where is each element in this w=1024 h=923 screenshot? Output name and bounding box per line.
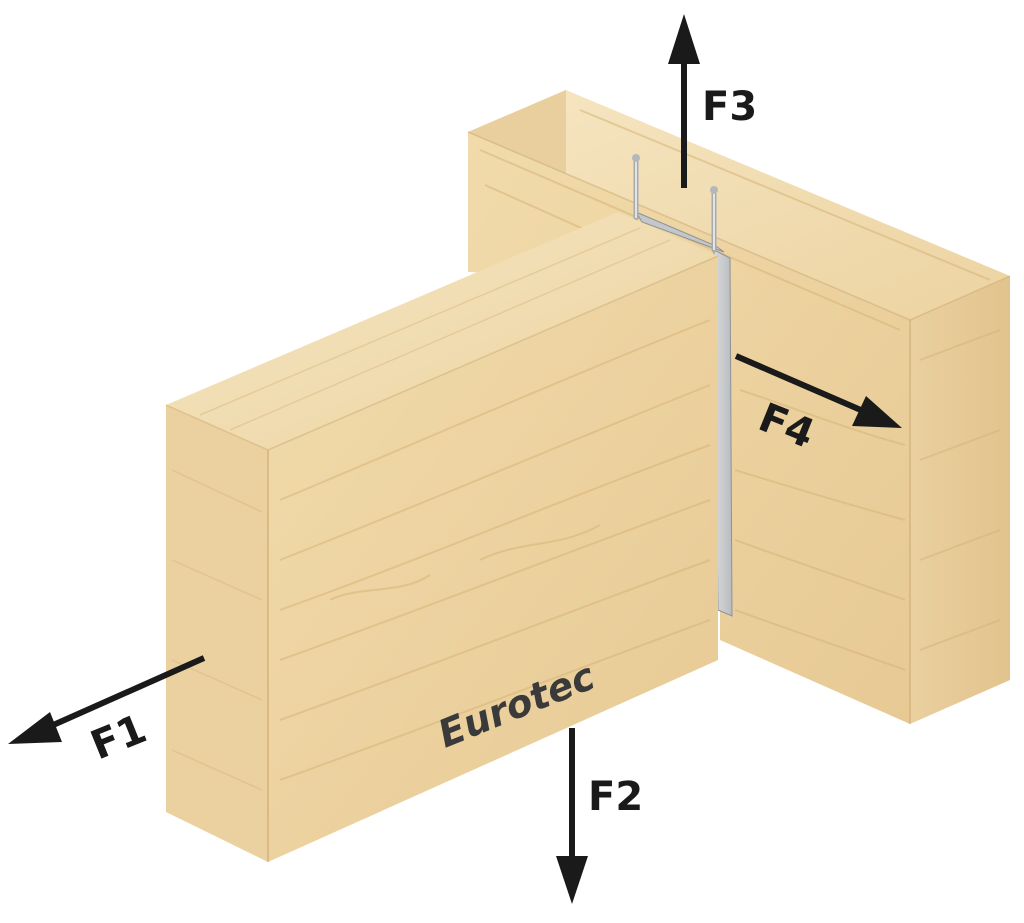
steel-hanger-bracket [632,154,733,617]
front-beam: Eurotec [165,212,719,862]
back-beam [467,90,1011,724]
screw-right [710,186,718,253]
back-beam-top-face [468,90,1010,320]
arrowhead-f3 [668,14,700,64]
front-beam-left-face [166,405,268,862]
label-f3: F3 [702,84,757,130]
screw-left [632,154,640,221]
label-f2: F2 [588,774,643,820]
front-beam-end-face [268,256,718,862]
front-beam-top-grain [199,227,671,431]
label-f1: F1 [85,706,153,769]
back-beam-front-face [468,132,910,724]
force-arrow-f2: F2 [556,728,643,904]
arrowhead-f1 [8,712,62,744]
front-beam-top-face [166,212,718,450]
back-beam-end-face [910,276,1010,724]
arrowhead-f4 [852,396,902,428]
front-beam-grain [279,319,711,781]
bracket-top-lip [634,210,725,253]
force-arrow-f3: F3 [668,14,757,188]
arrowhead-f2 [556,856,588,904]
